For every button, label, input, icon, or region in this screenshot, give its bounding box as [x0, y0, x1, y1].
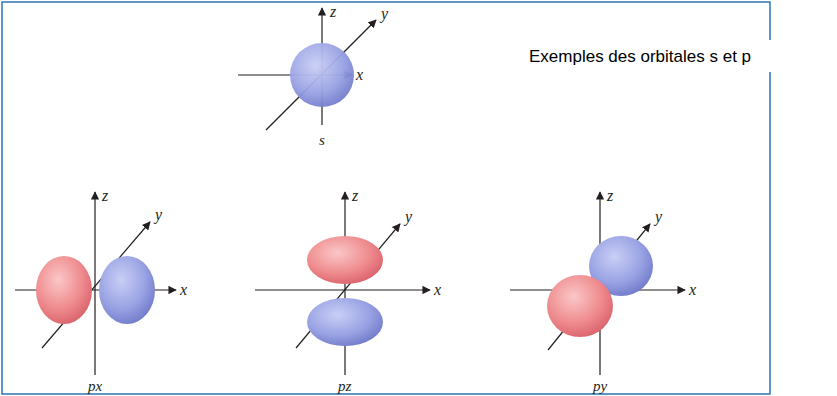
axis-label: x	[434, 282, 441, 298]
axis-label: x	[689, 282, 696, 298]
axis-label: z	[330, 4, 336, 20]
axis-label: y	[655, 209, 662, 225]
axis-label: x	[180, 282, 187, 298]
py-lobe-red	[547, 275, 613, 337]
px-orbital	[15, 192, 176, 375]
orbital-name: s	[319, 133, 325, 148]
py-orbital	[510, 192, 685, 375]
axis-label: y	[405, 209, 412, 225]
orbital-name: pz	[338, 379, 351, 394]
pz-orbital	[255, 192, 430, 375]
axis-label: z	[607, 188, 613, 204]
orbital-name: px	[88, 379, 102, 394]
figure-caption: Exemples des orbitales s et p	[527, 48, 753, 65]
figure-frame	[2, 2, 770, 394]
axis-label: x	[356, 67, 363, 83]
axis-label: y	[381, 6, 388, 22]
axis-label: z	[352, 188, 358, 204]
px-lobe-red	[36, 256, 92, 324]
s-sphere	[290, 43, 354, 107]
axis-label: y	[155, 207, 162, 223]
orbital-name: py	[593, 379, 607, 394]
pz-lobe-red	[307, 236, 383, 284]
px-lobe-blue	[99, 256, 155, 324]
axis-label: z	[102, 188, 108, 204]
s-orbital	[238, 8, 376, 130]
pz-lobe-blue	[307, 298, 383, 346]
